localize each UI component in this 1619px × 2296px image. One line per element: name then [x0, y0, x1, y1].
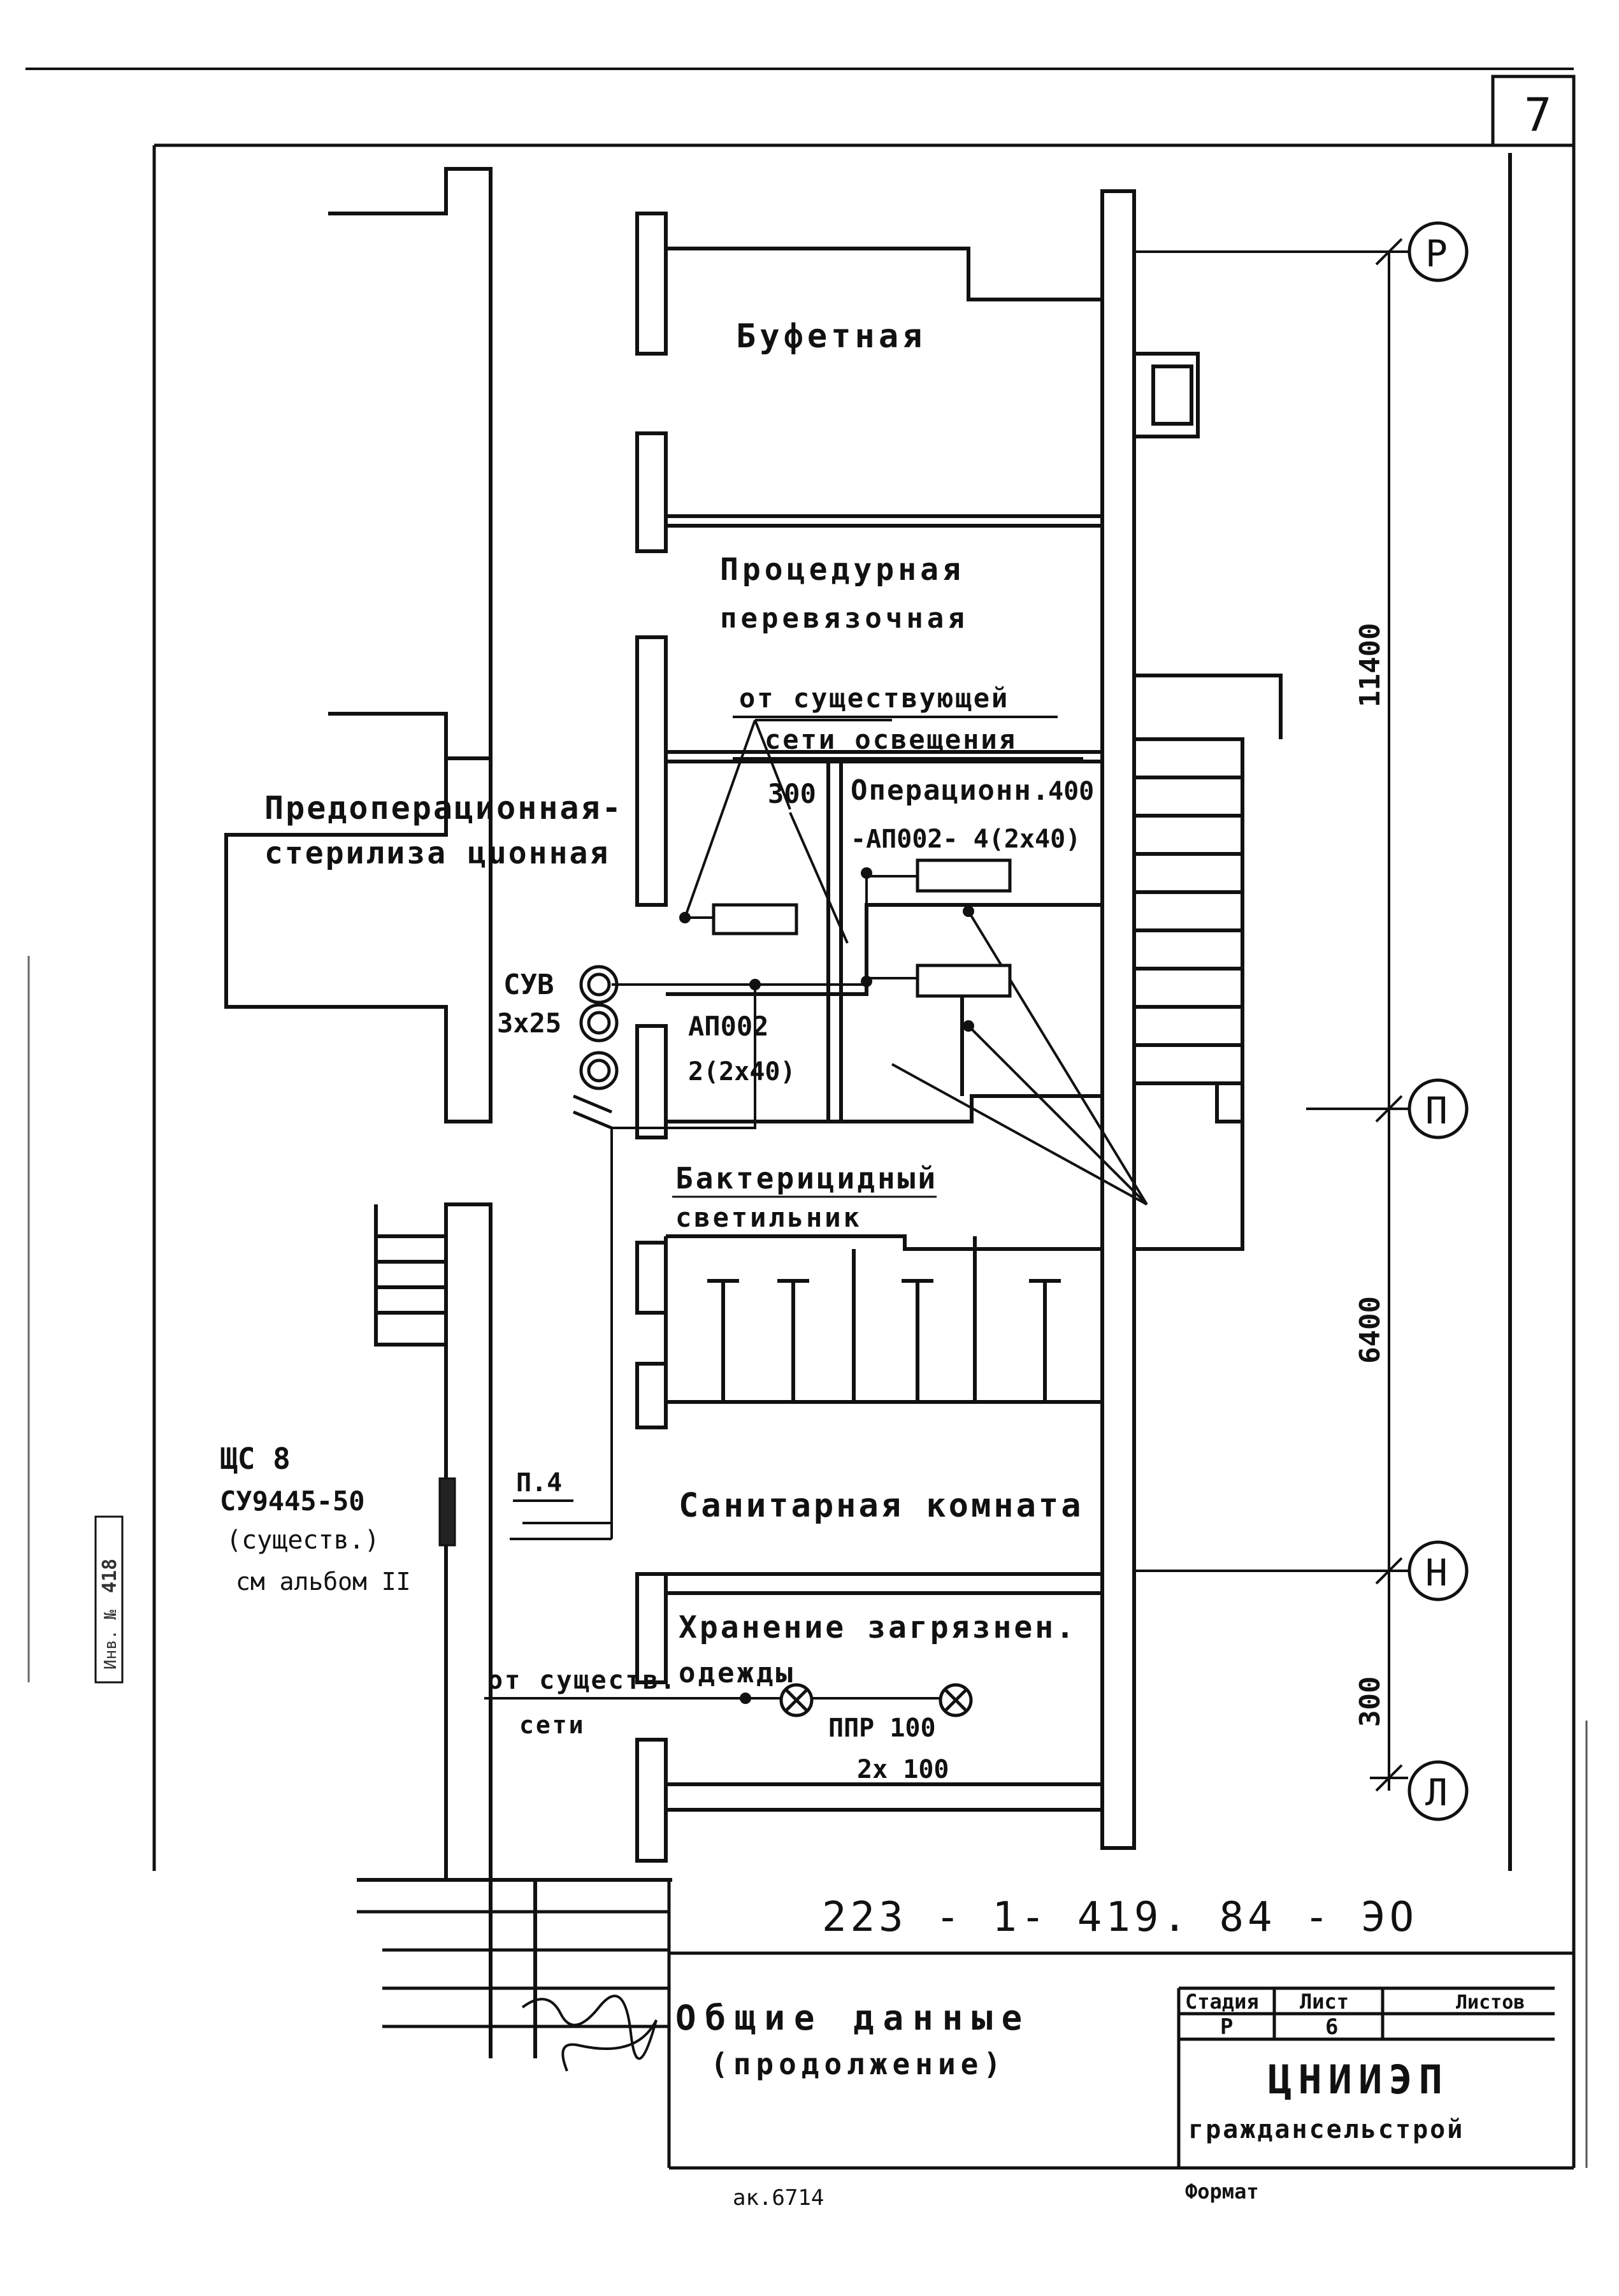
page-number: 7 — [1524, 88, 1551, 141]
axis-label-l: Л — [1425, 1771, 1448, 1814]
cv-risers — [573, 965, 619, 1130]
axis-label-n: Н — [1425, 1551, 1448, 1594]
luminaire-ap002-2 — [916, 858, 1012, 893]
stage-value: Р — [1220, 2014, 1233, 2040]
note-bact-1: Бактерицидный — [675, 1161, 938, 1195]
bottom-note: ак.6714 — [733, 2185, 824, 2211]
room-hranenie-2: одежды — [679, 1657, 795, 1689]
dimension-6400: 6400 — [1354, 1296, 1386, 1364]
dimension-300: 300 — [1354, 1677, 1386, 1727]
note-lum-ap-top: -АП002- 4(2x40) — [851, 825, 1081, 854]
format-label: Формат — [1185, 2179, 1259, 2204]
room-sanitarnaya: Санитарная комната — [679, 1487, 1084, 1525]
dimension-lines — [1134, 221, 1469, 1821]
axis-circle-l — [1407, 1760, 1469, 1821]
side-stamp-label: Инв. № — [101, 1610, 120, 1670]
note-shchs-3: (существ.) — [226, 1526, 380, 1555]
note-shchs-2: СУ9445-50 — [220, 1485, 365, 1517]
note-ap-bottom-2: 2(2x40) — [688, 1057, 796, 1087]
note-ot-sush-1: от существующей — [739, 682, 1009, 714]
note-ppr-1: ППР 100 — [828, 1714, 936, 1743]
floor-plan — [224, 167, 1283, 2058]
room-operacionnaya: Операционн. — [851, 774, 1050, 807]
note-ot-sush-seti-2: сети — [519, 1711, 586, 1739]
note-ot-sush-seti-1: от существ. — [487, 1666, 677, 1695]
wiring-nodes — [679, 867, 974, 1704]
note-line-label: П.4 — [516, 1468, 562, 1498]
dimension-11400: 11400 — [1354, 623, 1386, 707]
room-sterilizacionnaya: стерилиза цuонная — [264, 835, 610, 871]
note-ppr-2: 2x 100 — [857, 1755, 949, 1784]
note-ap-bottom-1: АП002 — [688, 1011, 768, 1042]
panel-shchs8 — [438, 1477, 456, 1547]
side-stamp-number: 418 — [99, 1559, 121, 1593]
axis-label-p: П — [1425, 1089, 1448, 1132]
axis-circle-p — [1407, 1078, 1469, 1139]
note-cv-size: 3x25 — [497, 1007, 561, 1039]
title-line-2: (продолжение) — [710, 2047, 1006, 2081]
luminaire-ap002-3 — [916, 964, 1012, 998]
sheet-frame — [25, 68, 1576, 2168]
note-shchs-1: ЩС 8 — [220, 1441, 291, 1476]
title-line-1: Общие данные — [675, 1998, 1031, 2038]
axis-circle-n — [1407, 1540, 1469, 1601]
note-lum-400: 400 — [1048, 777, 1094, 806]
room-hranenie-1: Хранение загрязнен. — [679, 1610, 1077, 1645]
note-shchs-4: см альбом II — [236, 1568, 411, 1596]
axis-circle-r — [1407, 221, 1469, 282]
ppr-lamps — [779, 1683, 973, 1717]
room-procedurnaya: Процедурная — [720, 552, 965, 588]
title-block-frame — [357, 1880, 1574, 2170]
org-subname: граждансельстрой — [1188, 2115, 1464, 2144]
side-stamp — [94, 1515, 124, 1684]
note-cv-label: СУВ — [503, 969, 554, 1001]
sheet-value: 6 — [1325, 2014, 1338, 2040]
room-bufetnaya: Буфетная — [736, 317, 926, 356]
signature — [521, 1995, 658, 2072]
drawing-code: 223 - 1- 419. 84 - ЭО — [822, 1894, 1418, 1941]
room-preoperacionnaya: Предоперационная- — [264, 790, 623, 827]
wiring — [484, 719, 1148, 1700]
axis-label-r: Р — [1425, 232, 1448, 275]
note-bact-2: светильник — [675, 1202, 862, 1233]
luminaires — [712, 858, 1012, 998]
luminaire-ap002-1 — [712, 903, 798, 935]
col-sheets: Листов — [1456, 1991, 1525, 2014]
col-stage: Стадия — [1185, 1989, 1259, 2014]
col-sheet: Лист — [1300, 1989, 1349, 2014]
note-ot-sush-2: сети освещения — [765, 724, 1017, 755]
org-name: ЦНИИЭП — [1268, 2056, 1449, 2103]
note-lum-300: 300 — [768, 778, 816, 809]
room-perevyazochnaya: перевязочная — [720, 602, 968, 635]
